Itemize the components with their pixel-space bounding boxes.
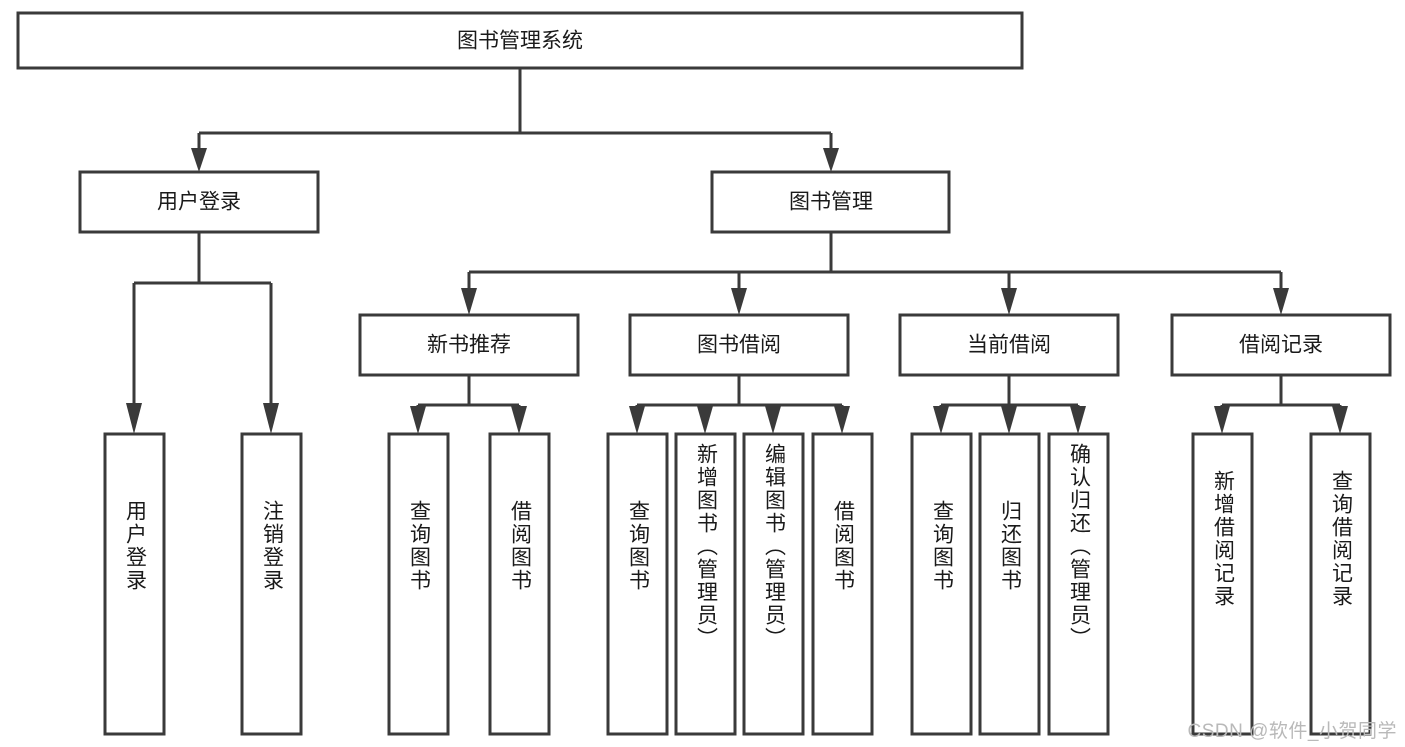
connector-group-book-borrow bbox=[629, 375, 850, 434]
leaf-box-current-borrow-1[interactable] bbox=[910, 432, 973, 736]
connector-group-current-borrow bbox=[933, 375, 1086, 434]
leaf-box-book-borrow-3[interactable] bbox=[742, 432, 805, 736]
node-book-manage-label: 图书管理 bbox=[789, 191, 873, 214]
node-book-borrow-label: 图书借阅 bbox=[697, 334, 781, 357]
node-root-system-box[interactable] bbox=[16, 11, 1024, 70]
arrow-head-new-book bbox=[461, 288, 477, 315]
arrow-head-bb-leaf-4 bbox=[834, 406, 850, 434]
arrow-head-cb-leaf-2 bbox=[1001, 406, 1017, 434]
node-book-manage[interactable]: 图书管理 bbox=[710, 170, 951, 234]
arrow-head-book-borrow bbox=[731, 288, 747, 315]
arrow-head-cb-leaf-3 bbox=[1070, 406, 1086, 434]
leaf-box-borrow-record-1[interactable] bbox=[1191, 432, 1254, 736]
leaf-box-new-book-1[interactable] bbox=[387, 432, 450, 736]
node-current-borrow-box[interactable] bbox=[898, 313, 1120, 377]
arrow-head-br-leaf-1 bbox=[1214, 406, 1230, 434]
arrow-head-book-manage bbox=[823, 148, 839, 172]
arrow-head-br-leaf-2 bbox=[1332, 406, 1348, 434]
arrow-head-borrow-record bbox=[1273, 288, 1289, 315]
arrow-head-ul-leaf-1 bbox=[126, 403, 142, 434]
leaf-box-new-book-2[interactable] bbox=[488, 432, 551, 736]
node-current-borrow-label: 当前借阅 bbox=[967, 334, 1051, 357]
connector-group-book-manage bbox=[461, 232, 1289, 315]
connector-group-borrow-record bbox=[1214, 375, 1348, 434]
connector-group-root bbox=[191, 68, 839, 172]
watermark-text: CSDN @软件_小贺同学 bbox=[1187, 721, 1397, 742]
node-book-borrow[interactable]: 图书借阅 bbox=[628, 313, 850, 377]
leaf-box-current-borrow-2[interactable] bbox=[978, 432, 1041, 736]
node-new-book-recommend-label: 新书推荐 bbox=[427, 334, 511, 357]
node-book-manage-box[interactable] bbox=[710, 170, 951, 234]
leaf-box-user-login-2[interactable] bbox=[240, 432, 303, 736]
leaf-box-current-borrow-3[interactable] bbox=[1047, 432, 1110, 736]
node-user-login-box[interactable] bbox=[78, 170, 320, 234]
connector-group-new-book bbox=[410, 375, 527, 434]
leaf-box-book-borrow-1[interactable] bbox=[606, 432, 669, 736]
arrow-head-current-borrow bbox=[1001, 288, 1017, 315]
arrow-head-bb-leaf-3 bbox=[765, 406, 781, 434]
leaf-box-book-borrow-4[interactable] bbox=[811, 432, 874, 736]
leaf-box-borrow-record-2[interactable] bbox=[1309, 432, 1372, 736]
arrow-head-bb-leaf-1 bbox=[629, 406, 645, 434]
node-new-book-recommend[interactable]: 新书推荐 bbox=[358, 313, 580, 377]
leaf-box-book-borrow-2[interactable] bbox=[674, 432, 737, 736]
arrow-head-nb-leaf-1 bbox=[410, 406, 426, 434]
connector-group-user-login bbox=[126, 232, 279, 434]
arrow-head-ul-leaf-2 bbox=[263, 403, 279, 434]
node-user-login-label: 用户登录 bbox=[157, 191, 241, 214]
node-borrow-record-label: 借阅记录 bbox=[1239, 334, 1323, 357]
arrow-head-nb-leaf-2 bbox=[511, 406, 527, 434]
node-borrow-record[interactable]: 借阅记录 bbox=[1170, 313, 1392, 377]
node-root-system[interactable]: 图书管理系统 bbox=[16, 11, 1024, 70]
node-book-borrow-box[interactable] bbox=[628, 313, 850, 377]
node-user-login[interactable]: 用户登录 bbox=[78, 170, 320, 234]
leaf-box-user-login-1[interactable] bbox=[103, 432, 166, 736]
node-new-book-recommend-box[interactable] bbox=[358, 313, 580, 377]
arrow-head-cb-leaf-1 bbox=[933, 406, 949, 434]
arrow-head-bb-leaf-2 bbox=[697, 406, 713, 434]
node-root-system-label: 图书管理系统 bbox=[457, 30, 583, 53]
node-current-borrow[interactable]: 当前借阅 bbox=[898, 313, 1120, 377]
arrow-head-user-login bbox=[191, 148, 207, 172]
node-borrow-record-box[interactable] bbox=[1170, 313, 1392, 377]
